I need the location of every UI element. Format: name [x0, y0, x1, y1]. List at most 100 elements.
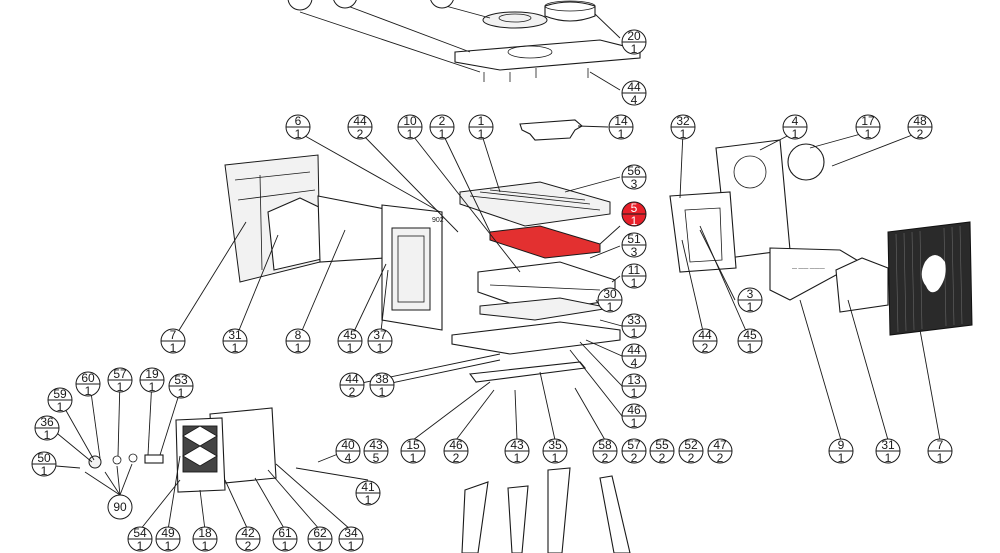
panel-label: — —— ———	[792, 266, 825, 272]
svg-text:57: 57	[113, 367, 127, 381]
svg-text:34: 34	[344, 526, 358, 540]
grate-frame	[459, 181, 611, 227]
svg-text:15: 15	[406, 438, 420, 452]
svg-text:36: 36	[40, 415, 54, 429]
callout: 482	[907, 114, 933, 141]
svg-text:4: 4	[792, 114, 799, 128]
callout: 472	[707, 438, 733, 465]
svg-text:4: 4	[631, 93, 638, 107]
highlighted-part-5	[489, 225, 601, 259]
callout: 131	[621, 373, 647, 400]
callout: 41	[782, 114, 808, 141]
floor-plate	[479, 297, 611, 321]
svg-text:2: 2	[659, 451, 666, 465]
callout: 301	[597, 287, 623, 314]
top-plate	[454, 39, 641, 71]
svg-text:1: 1	[165, 539, 172, 553]
leg	[507, 485, 529, 553]
svg-text:3: 3	[631, 245, 638, 259]
callout: 582	[592, 438, 618, 465]
inner-panel	[267, 197, 327, 271]
svg-text:46: 46	[627, 403, 641, 417]
svg-text:43: 43	[369, 438, 383, 452]
callout: 404	[335, 438, 361, 465]
svg-text:58: 58	[598, 438, 612, 452]
svg-text:1: 1	[317, 539, 324, 553]
svg-text:1: 1	[747, 300, 754, 314]
svg-text:1: 1	[885, 451, 892, 465]
svg-text:2: 2	[357, 127, 364, 141]
svg-text:1: 1	[377, 341, 384, 355]
callout: 601	[75, 371, 101, 398]
svg-text:40: 40	[341, 438, 355, 452]
lattice	[182, 425, 218, 473]
callout: 444	[621, 80, 647, 107]
svg-text:1: 1	[747, 341, 754, 355]
svg-text:1: 1	[792, 127, 799, 141]
legs	[461, 467, 631, 553]
cooking-ring	[482, 11, 548, 29]
svg-text:38: 38	[375, 372, 389, 386]
callout: 571	[107, 367, 133, 394]
svg-text:1: 1	[407, 127, 414, 141]
side-sheet-right	[769, 247, 862, 301]
callout: 563	[621, 164, 647, 191]
svg-text:2: 2	[917, 127, 924, 141]
callout: 451	[337, 328, 363, 355]
svg-text:1: 1	[838, 451, 845, 465]
svg-text:1: 1	[680, 127, 687, 141]
svg-text:2: 2	[717, 451, 724, 465]
svg-text:1: 1	[117, 380, 124, 394]
callout: 522	[678, 438, 704, 465]
leg	[599, 475, 631, 553]
callout: 572	[621, 438, 647, 465]
callout: 431	[504, 438, 530, 465]
svg-text:2: 2	[349, 385, 356, 399]
svg-text:1: 1	[295, 341, 302, 355]
callout: 21	[429, 114, 455, 141]
svg-text:3: 3	[631, 177, 638, 191]
svg-text:5: 5	[373, 451, 380, 465]
svg-text:41: 41	[361, 480, 375, 494]
callout: 444	[621, 343, 647, 370]
callout: 191	[139, 367, 165, 394]
flue-collar	[544, 1, 596, 22]
leg	[461, 481, 489, 553]
center-parts	[451, 119, 621, 383]
svg-text:49: 49	[161, 526, 175, 540]
callout: 81	[285, 328, 311, 355]
callout: 531	[168, 373, 194, 400]
callout: 442	[692, 328, 718, 355]
svg-text:56: 56	[627, 164, 641, 178]
svg-text:1: 1	[348, 539, 355, 553]
callout: 11	[468, 114, 494, 141]
svg-text:2: 2	[702, 341, 709, 355]
callout: 461	[621, 403, 647, 430]
svg-text:30: 30	[603, 287, 617, 301]
grille-lines	[895, 225, 963, 333]
left-door-assembly: 902	[224, 154, 444, 331]
callout-highlighted: 51	[621, 201, 647, 228]
top-plate-assembly	[454, 0, 641, 82]
svg-text:44: 44	[353, 114, 367, 128]
callout: 71	[160, 328, 186, 355]
callout: 71	[927, 438, 953, 465]
bottom-plate	[451, 321, 621, 355]
svg-text:48: 48	[913, 114, 927, 128]
callout: 621	[307, 526, 333, 553]
callout: 1	[430, 0, 454, 9]
svg-text:50: 50	[37, 451, 51, 465]
svg-text:31: 31	[228, 328, 242, 342]
svg-text:2: 2	[439, 114, 446, 128]
svg-text:1: 1	[365, 493, 372, 507]
svg-text:1: 1	[149, 380, 156, 394]
svg-text:1: 1	[170, 341, 177, 355]
callout-bubbles: 2 1 1 201 444 61 442 101	[31, 0, 953, 553]
svg-text:2: 2	[245, 539, 252, 553]
svg-text:1: 1	[232, 341, 239, 355]
svg-text:1: 1	[41, 464, 48, 478]
callout: 422	[235, 526, 261, 553]
svg-text:1: 1	[865, 127, 872, 141]
svg-text:54: 54	[133, 526, 147, 540]
svg-text:59: 59	[53, 387, 67, 401]
